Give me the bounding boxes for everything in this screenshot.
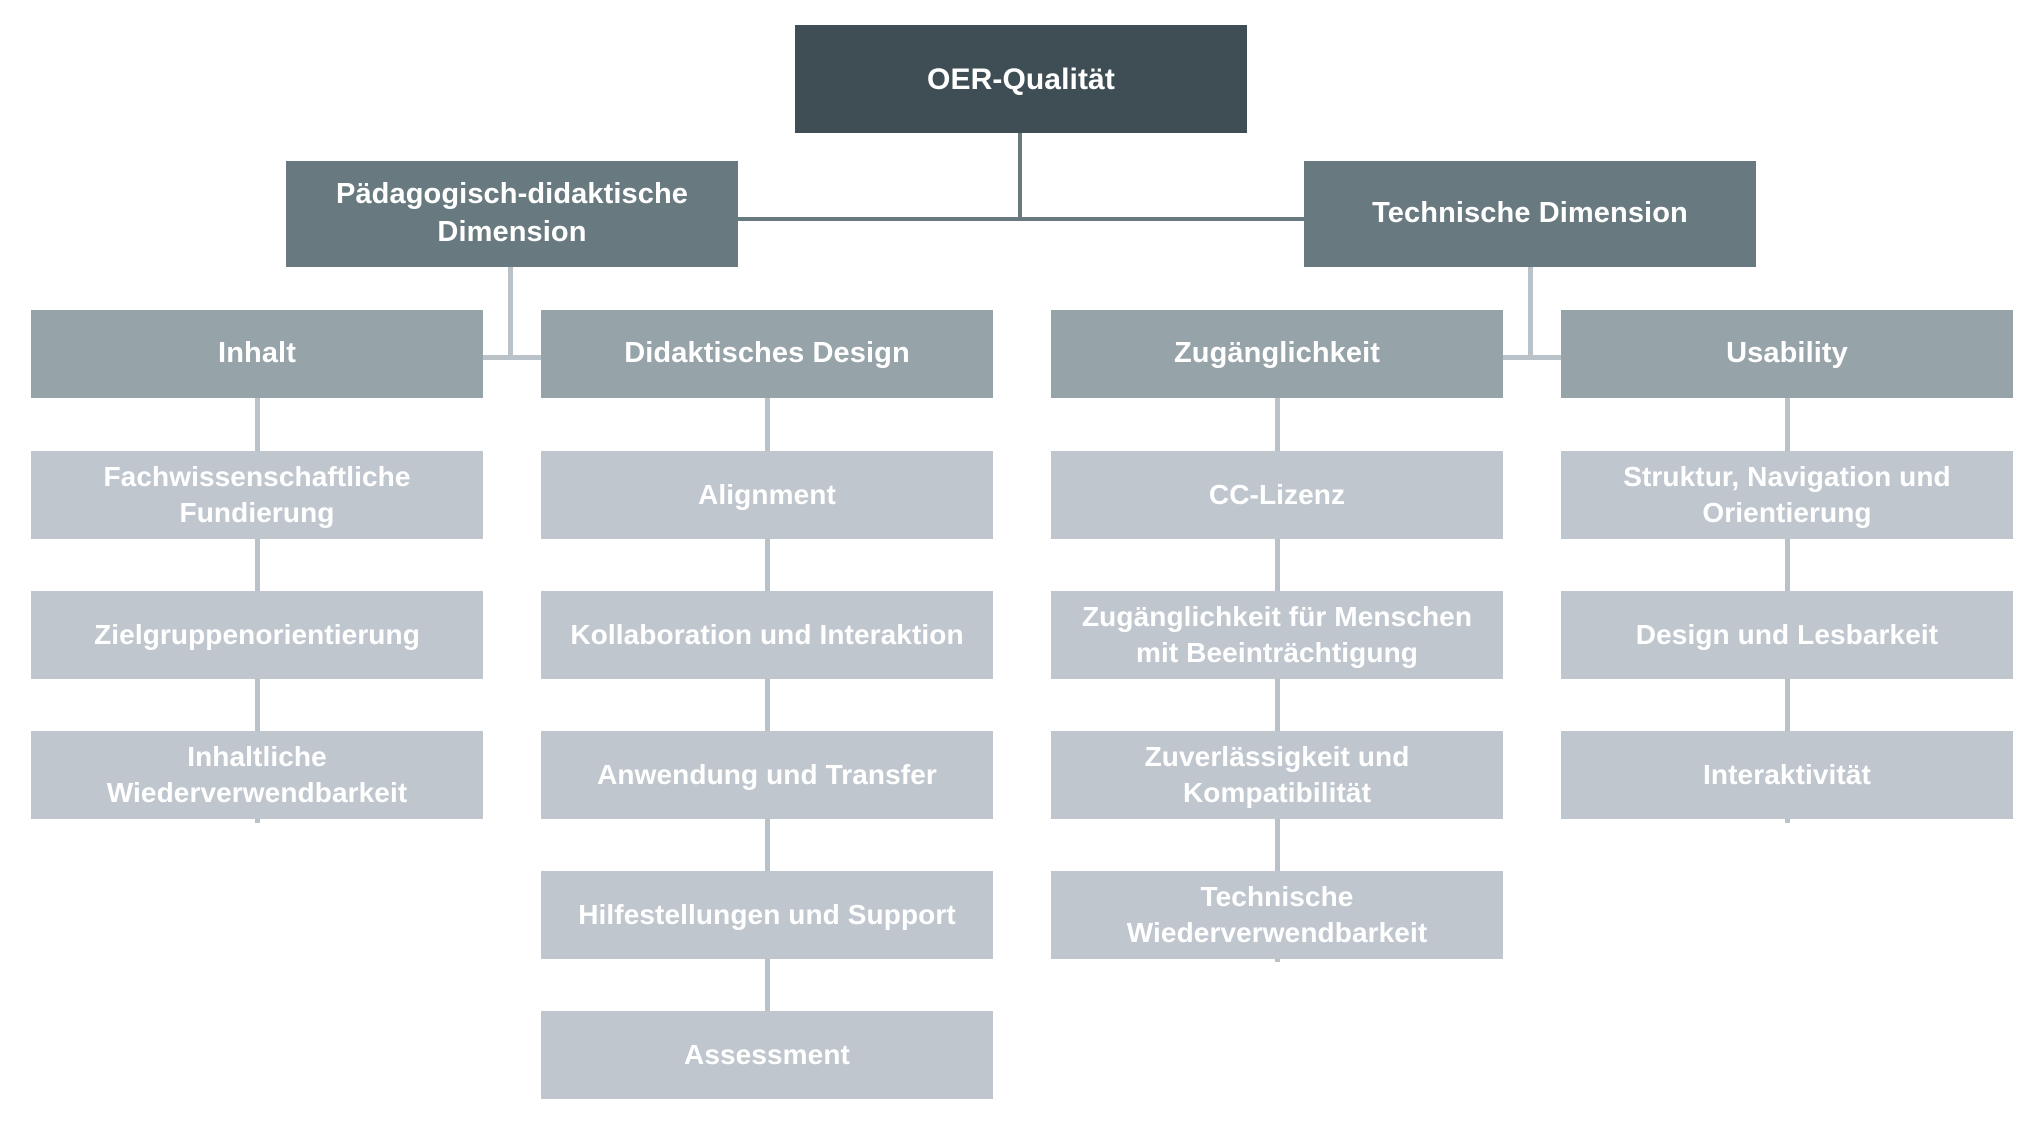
node-category-usability[interactable]: Usability — [1561, 310, 2013, 398]
node-label: Zielgruppenorientierung — [94, 618, 420, 650]
node-leaf-assessment[interactable]: Assessment — [541, 1011, 993, 1099]
node-label: Inhalt — [218, 337, 296, 370]
connector-root-stem — [1018, 133, 1022, 219]
node-label: Technische Wiederverwendbarkeit — [1126, 880, 1428, 948]
node-label: Alignment — [698, 478, 836, 510]
node-leaf-interaktivitaet[interactable]: Interaktivität — [1561, 731, 2013, 819]
node-category-zugaenglichkeit[interactable]: Zugänglichkeit — [1051, 310, 1503, 398]
node-leaf-alignment[interactable]: Alignment — [541, 451, 993, 539]
node-category-didaktisches-design[interactable]: Didaktisches Design — [541, 310, 993, 398]
node-leaf-inhaltliche-wiederverwendbarkeit[interactable]: Inhaltliche Wiederverwendbarkeit — [31, 731, 483, 819]
node-label: Hilfestellungen und Support — [578, 898, 956, 930]
node-category-inhalt[interactable]: Inhalt — [31, 310, 483, 398]
node-leaf-hilfestellungen-und-support[interactable]: Hilfestellungen und Support — [541, 871, 993, 959]
node-label: Zugänglichkeit — [1173, 337, 1381, 370]
node-leaf-fachwissenschaftliche-fundierung[interactable]: Fachwissenschaftliche Fundierung — [31, 451, 483, 539]
connector-technisch-stem — [1528, 266, 1533, 358]
node-label: OER-Qualität — [927, 62, 1115, 96]
node-label: Assessment — [684, 1038, 850, 1070]
node-leaf-zielgruppenorientierung[interactable]: Zielgruppenorientierung — [31, 591, 483, 679]
node-label: CC-Lizenz — [1208, 478, 1346, 510]
node-label: Anwendung und Transfer — [597, 758, 937, 790]
node-label: Zuverlässigkeit und Kompatibilität — [1144, 740, 1410, 808]
node-leaf-struktur-navigation-und-orientierung[interactable]: Struktur, Navigation und Orientierung — [1561, 451, 2013, 539]
node-label: Inhaltliche Wiederverwendbarkeit — [106, 740, 408, 808]
node-leaf-design-und-lesbarkeit[interactable]: Design und Lesbarkeit — [1561, 591, 2013, 679]
node-label: Pädagogisch-didaktische Dimension — [336, 178, 688, 248]
connector-paedagogisch-stem — [508, 266, 513, 358]
node-label: Didaktisches Design — [624, 337, 910, 370]
connector-zugaenglichkeit-spine — [1275, 398, 1280, 962]
node-leaf-zugaenglichkeit-fuer-menschen-mit-beeintraechtigung[interactable]: Zugänglichkeit für Menschen mit Beeinträ… — [1051, 591, 1503, 679]
node-leaf-cc-lizenz[interactable]: CC-Lizenz — [1051, 451, 1503, 539]
node-label: Struktur, Navigation und Orientierung — [1623, 460, 1951, 528]
node-label: Fachwissenschaftliche Fundierung — [103, 460, 411, 528]
node-label: Interaktivität — [1703, 758, 1871, 790]
connector-technisch-bus — [1230, 355, 1785, 360]
node-leaf-anwendung-und-transfer[interactable]: Anwendung und Transfer — [541, 731, 993, 819]
node-leaf-kollaboration-und-interaktion[interactable]: Kollaboration und Interaktion — [541, 591, 993, 679]
node-label: Design und Lesbarkeit — [1635, 618, 1939, 650]
node-dimension-technische[interactable]: Technische Dimension — [1304, 161, 1756, 267]
node-label: Usability — [1726, 337, 1848, 370]
connector-dimension-bus — [736, 217, 1306, 221]
node-label: Technische Dimension — [1372, 197, 1688, 230]
node-dimension-paedagogisch-didaktische[interactable]: Pädagogisch-didaktische Dimension — [286, 161, 738, 267]
node-label: Kollaboration und Interaktion — [570, 618, 964, 650]
node-root-oer-qualitaet[interactable]: OER-Qualität — [795, 25, 1247, 133]
node-leaf-zuverlaessigkeit-und-kompatibilitaet[interactable]: Zuverlässigkeit und Kompatibilität — [1051, 731, 1503, 819]
node-label: Zugänglichkeit für Menschen mit Beeinträ… — [1081, 600, 1473, 668]
node-leaf-technische-wiederverwendbarkeit[interactable]: Technische Wiederverwendbarkeit — [1051, 871, 1503, 959]
